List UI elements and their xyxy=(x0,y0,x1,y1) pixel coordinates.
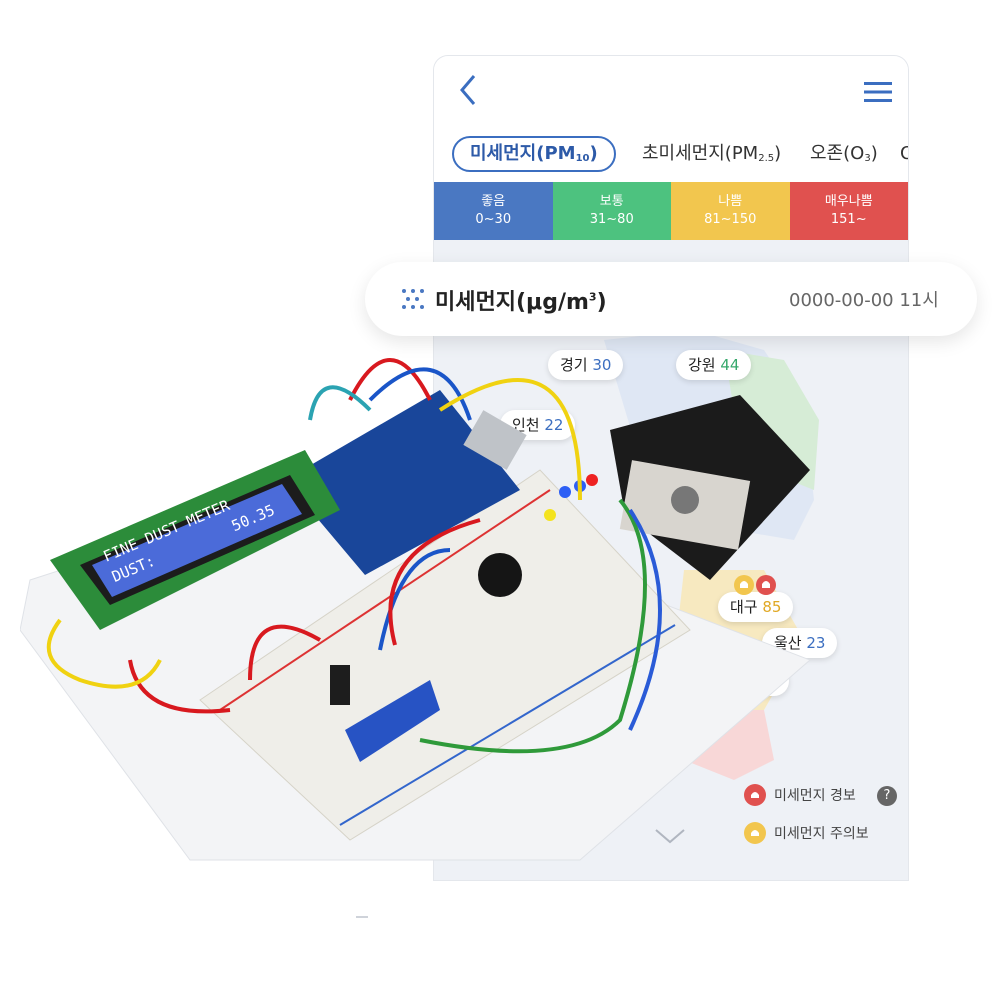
tab-pm10[interactable]: 미세먼지(PM10) xyxy=(452,136,616,172)
alert-bells-icon xyxy=(734,575,776,595)
region-daegu[interactable]: 대구 85 xyxy=(718,592,794,622)
region-gyeonggi[interactable]: 경기 30 xyxy=(548,350,624,380)
tab-pm25[interactable]: 초미세먼지(PM2.5) xyxy=(642,143,782,164)
tab-more[interactable]: O xyxy=(900,143,908,164)
header-time: 0000-00-00 11시 xyxy=(789,290,939,311)
legend-warning: 미세먼지 경보 xyxy=(744,784,856,806)
help-icon[interactable]: ? xyxy=(877,786,897,806)
menu-button[interactable] xyxy=(860,74,896,110)
arduino-photo: FINE DUST METER DUST: 50.35 xyxy=(20,358,811,861)
dust-header-card: 미세먼지(μg/m3) 0000-00-00 11시 xyxy=(365,262,977,336)
dust-dots-icon xyxy=(402,289,424,309)
pollutant-tabs: 미세먼지(PM10) 초미세먼지(PM2.5) 오존(O3) O xyxy=(434,126,908,182)
header-title: 미세먼지(μg/m3) xyxy=(435,290,607,315)
back-button[interactable] xyxy=(450,72,486,108)
hamburger-menu-icon xyxy=(864,82,892,102)
chevron-left-icon xyxy=(460,75,476,105)
top-bar xyxy=(434,56,908,126)
legend-advisory: 미세먼지 주의보 xyxy=(744,822,869,844)
region-gangwon[interactable]: 강원 44 xyxy=(676,350,752,380)
page-indicator xyxy=(356,916,368,918)
advisory-bell-icon xyxy=(744,822,766,844)
warning-bell-icon xyxy=(744,784,766,806)
scroll-down-chevron-icon[interactable] xyxy=(654,826,686,846)
tab-ozone[interactable]: 오존(O3) xyxy=(810,143,878,164)
